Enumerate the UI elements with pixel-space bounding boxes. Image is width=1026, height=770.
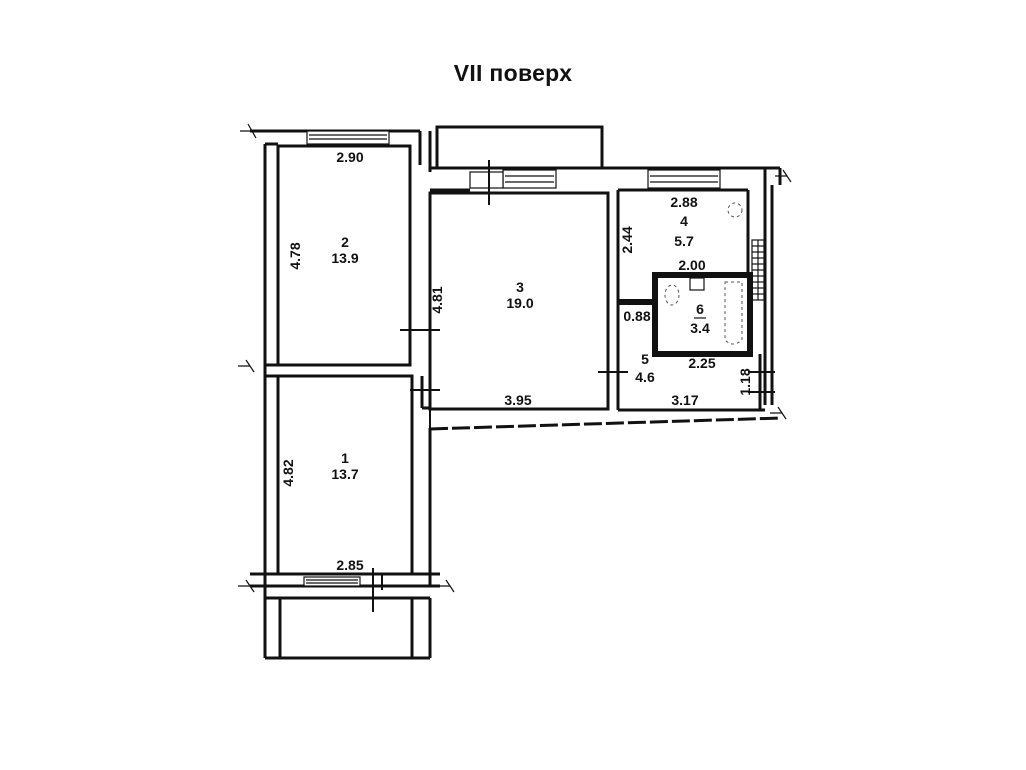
bathtub-icon [724, 281, 743, 345]
room-4-number: 4 [680, 213, 688, 229]
room-4-width: 2.88 [670, 194, 697, 210]
room-5-length: 1.18 [737, 368, 753, 395]
room-2-area: 13.9 [331, 250, 358, 266]
room-2-length: 4.78 [287, 242, 303, 269]
room-3-width: 3.95 [504, 392, 531, 408]
right-wing-walls [618, 168, 792, 420]
room-1-width: 2.85 [336, 557, 363, 573]
room-2-width: 2.90 [336, 149, 363, 165]
room-6-width: 2.25 [688, 355, 715, 371]
stairs-hatch [751, 239, 765, 301]
room-6-labels: 6 3.4 2.25 [688, 301, 715, 371]
room-1-number: 1 [341, 450, 349, 466]
room-5-side: 0.88 [623, 308, 650, 324]
room-6-number: 6 [696, 301, 704, 317]
room-4-inner-width: 2.00 [678, 257, 705, 273]
room-3-length: 4.81 [429, 286, 445, 313]
room-3-number: 3 [516, 279, 524, 295]
room-3-labels: 3 19.0 4.81 3.95 [429, 279, 534, 408]
room-4-labels: 2.88 4 5.7 2.44 2.00 [619, 194, 706, 273]
floor-title: VII поверх [453, 60, 573, 86]
toilet-icon [664, 284, 680, 306]
room-1-length: 4.82 [280, 459, 296, 486]
room-5-width: 3.17 [671, 392, 698, 408]
room-4-length: 2.44 [619, 226, 635, 253]
sink-icon [689, 277, 705, 291]
room-1-labels: 1 13.7 4.82 2.85 [280, 450, 364, 573]
room-4-area: 5.7 [674, 233, 694, 249]
room-1-area: 13.7 [331, 466, 358, 482]
room-5-labels: 0.88 5 4.6 3.17 1.18 [623, 308, 753, 408]
room-3-area: 19.0 [506, 295, 533, 311]
room-2-number: 2 [341, 234, 349, 250]
stove-icon [727, 202, 743, 218]
room-2-labels: 2.90 2 13.9 4.78 [287, 149, 364, 270]
room-5-number: 5 [641, 351, 649, 367]
left-wing-walls [238, 123, 455, 660]
room-6-area: 3.4 [690, 320, 710, 336]
room-5-area: 4.6 [635, 369, 655, 385]
